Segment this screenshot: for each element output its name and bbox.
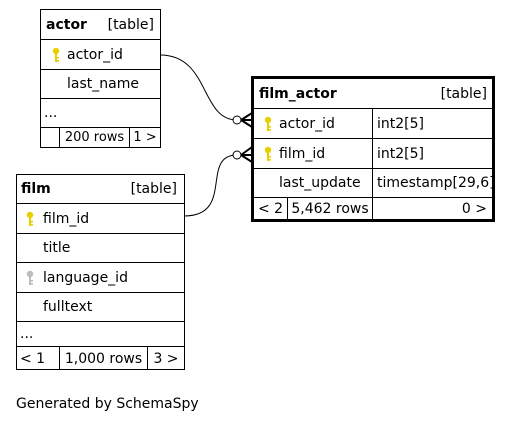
ellipsis: ...	[44, 105, 58, 121]
table-film[interactable]: film [table] film_id title language_id f…	[16, 174, 185, 370]
column-type: int2[5]	[372, 139, 492, 168]
column-name: title	[43, 240, 71, 256]
children-link[interactable]: 3 >	[147, 347, 184, 370]
column-name: film_id	[43, 210, 90, 227]
table-header: film [table]	[17, 175, 184, 203]
column-name: last_update	[279, 175, 361, 191]
table-footer: < 1 1,000 rows 3 >	[17, 346, 184, 370]
primary-key-icon	[52, 47, 60, 62]
column-name: fulltext	[43, 299, 93, 315]
more-columns-row: ...	[41, 98, 160, 127]
relation-film-marker	[232, 150, 242, 160]
row-count: 5,462 rows	[287, 198, 372, 219]
ellipsis: ...	[20, 326, 34, 342]
column-row[interactable]: last_update timestamp[29,6]	[254, 168, 495, 197]
column-name: last_name	[67, 76, 139, 92]
column-type: timestamp[29,6]	[372, 169, 495, 197]
column-name: actor_id	[67, 46, 123, 63]
relation-actor-marker	[232, 115, 242, 125]
row-count: 1,000 rows	[59, 347, 147, 370]
table-header: actor [table]	[41, 10, 160, 39]
parents-link[interactable]: < 2	[257, 200, 284, 217]
table-name: actor	[46, 16, 87, 33]
parents-link[interactable]: < 1	[20, 350, 46, 367]
foreign-key-icon	[26, 270, 34, 285]
more-columns-row: ...	[17, 321, 184, 346]
children-link[interactable]: 0 >	[372, 198, 492, 219]
column-name: film_id	[279, 145, 326, 162]
table-kind: [table]	[130, 181, 177, 197]
column-row[interactable]: title	[17, 233, 184, 262]
column-name: actor_id	[279, 115, 335, 132]
crowsfoot-film	[240, 146, 253, 163]
primary-key-icon	[264, 146, 272, 161]
table-film-actor[interactable]: film_actor [table] actor_id int2[5] film…	[251, 76, 495, 222]
table-footer: < 2 5,462 rows 0 >	[254, 197, 492, 219]
table-kind: [table]	[440, 85, 487, 102]
column-type: int2[5]	[372, 109, 492, 138]
relation-film-film-actor	[183, 154, 238, 217]
table-actor[interactable]: actor [table] actor_id last_name ... 200…	[40, 9, 161, 148]
table-header: film_actor [table]	[254, 79, 492, 108]
row-count: 200 rows	[59, 128, 129, 148]
children-link[interactable]: 1 >	[129, 128, 160, 148]
column-row[interactable]: language_id	[17, 262, 184, 292]
column-row[interactable]: actor_id	[41, 39, 160, 69]
column-row[interactable]: fulltext	[17, 292, 184, 321]
column-row[interactable]: actor_id int2[5]	[254, 108, 492, 138]
generated-by-credit: Generated by SchemaSpy	[16, 396, 199, 412]
table-name: film	[21, 181, 51, 197]
relation-actor-film-actor	[159, 54, 238, 121]
crowsfoot-actor	[240, 112, 253, 128]
primary-key-icon	[264, 116, 272, 131]
table-kind: [table]	[107, 16, 154, 33]
parents-link[interactable]	[41, 128, 59, 148]
table-footer: 200 rows 1 >	[41, 127, 160, 148]
column-row[interactable]: film_id int2[5]	[254, 138, 492, 168]
column-row[interactable]: film_id	[17, 203, 184, 233]
column-row[interactable]: last_name	[41, 69, 160, 98]
column-name: language_id	[43, 269, 128, 286]
primary-key-icon	[26, 211, 34, 226]
table-name: film_actor	[259, 85, 337, 102]
